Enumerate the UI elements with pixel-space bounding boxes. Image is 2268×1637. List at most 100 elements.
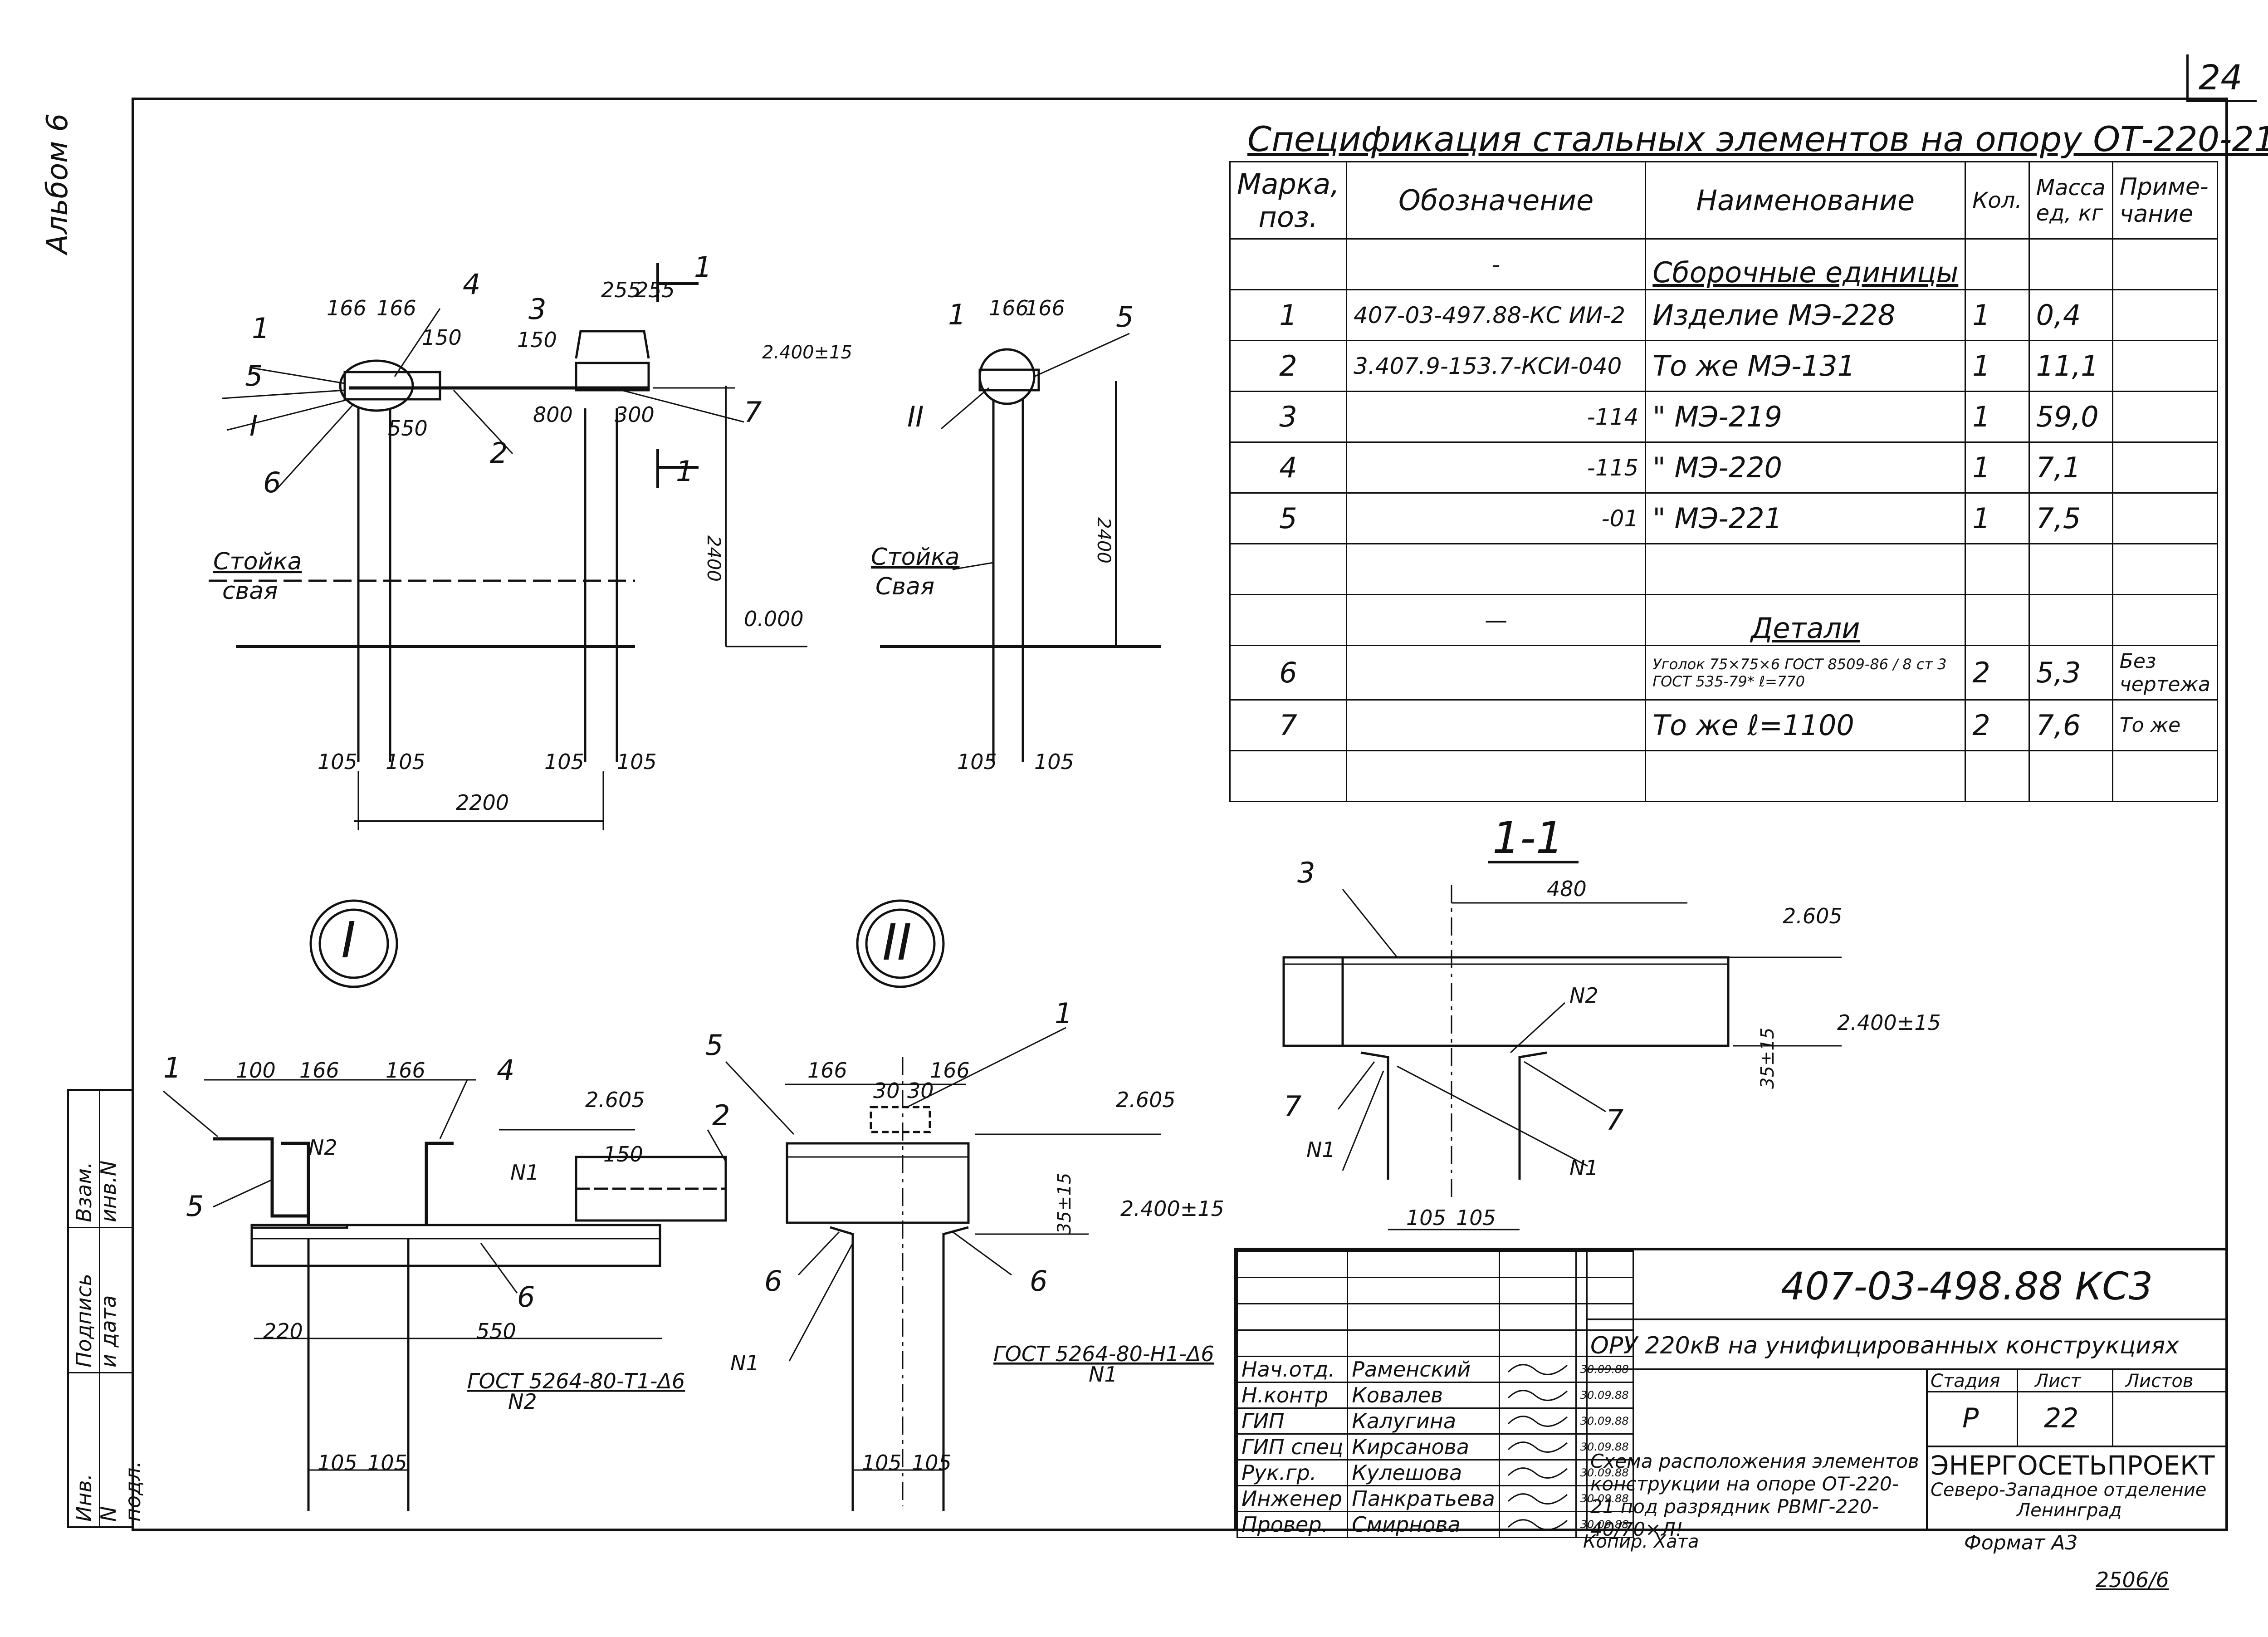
stamp-blank-row <box>1236 1277 1634 1304</box>
spec-cell <box>2028 543 2113 595</box>
part-mark: 6 <box>517 1280 535 1314</box>
part-mark: 1 <box>163 1051 181 1084</box>
stoika-label: Стойка <box>213 548 302 575</box>
section-mark: 1 <box>694 250 712 284</box>
spec-cell: 11,1 <box>2028 340 2113 392</box>
spec-cell <box>1965 238 2030 290</box>
spec-cell <box>2112 441 2219 494</box>
spec-cell: 7,6 <box>2028 699 2113 751</box>
spec-row: -Сборочные единицы <box>1229 238 2219 290</box>
weld-label: N2 <box>508 1389 537 1414</box>
weld-label: N1 <box>1089 1362 1118 1387</box>
dim-label: 255 <box>601 278 641 302</box>
dim-label: 2400 <box>1093 517 1114 564</box>
stamp-blank-row <box>1236 1329 1634 1357</box>
dim-label: 166 <box>930 1058 970 1083</box>
dim-label: 105 <box>912 1451 952 1475</box>
level-label: 0.000 <box>744 607 804 631</box>
drawing-frame <box>132 98 2228 1531</box>
spec-header-row: Марка, поз. Обозначение Наименование Кол… <box>1229 161 2219 240</box>
gost-label: ГОСТ 5264-80-Н1-Δ6 <box>993 1342 1214 1366</box>
side-view-text: 166 166 105 105 2400 1 5 II Стойка Свая <box>871 296 1134 774</box>
signature-sig <box>1498 1485 1577 1512</box>
spec-cell: 3 <box>1229 391 1347 443</box>
dim-label: 166 <box>807 1058 847 1083</box>
spec-header: Приме-чание <box>2112 161 2219 240</box>
part-mark: 5 <box>705 1029 723 1062</box>
spec-cell <box>2112 391 2219 443</box>
spec-cell: " МЭ-219 <box>1645 391 1966 443</box>
signature-sig <box>1498 1511 1577 1538</box>
spec-cell: 1 <box>1965 289 2030 341</box>
signature-role: Нач.отд. <box>1236 1356 1349 1383</box>
dim-label: 550 <box>388 416 428 441</box>
spec-cell: " МЭ-221 <box>1645 492 1966 544</box>
part-mark: 5 <box>186 1190 204 1223</box>
detail-I-text: I 100 166 166 2.605 150 220 550 105 105 … <box>163 911 730 1475</box>
part-mark: 7 <box>1284 1090 1301 1123</box>
spec-cell <box>2112 543 2219 595</box>
level-label: 2.605 <box>1783 904 1843 928</box>
dim-label: 150 <box>517 328 557 352</box>
spec-cell <box>1345 699 1647 751</box>
spec-cell <box>2112 750 2219 802</box>
part-mark: 1 <box>1055 997 1072 1030</box>
sheets-header: Листов <box>2126 1371 2194 1392</box>
spec-row <box>1229 750 2219 802</box>
spec-cell: 1 <box>1965 391 2030 443</box>
spec-cell <box>1965 594 2030 646</box>
signature-sig <box>1498 1407 1577 1435</box>
spec-cell: Изделие МЭ-228 <box>1645 289 1966 341</box>
weld-label: N1 <box>730 1351 759 1375</box>
section-mark: 1 <box>676 455 694 488</box>
signature-role: ГИП <box>1236 1407 1349 1435</box>
doc-code: 407-03-498.88 КС3 <box>1781 1264 2153 1309</box>
level-label: 2.400±15 <box>762 342 852 363</box>
spec-cell: 1 <box>1965 492 2030 544</box>
sheet-number-box: 24 <box>2186 54 2257 102</box>
spec-cell <box>1345 750 1647 802</box>
spec-cell <box>1229 594 1347 646</box>
spec-row: —Детали <box>1229 594 2219 646</box>
spec-cell: 3.407.9-153.7-КСИ-040 <box>1345 340 1647 392</box>
signature-date: 30.09.88 <box>1575 1459 1634 1486</box>
spec-cell: 59,0 <box>2028 391 2113 443</box>
signature-name: Калугина <box>1347 1407 1500 1435</box>
sheet-value: 22 <box>2044 1402 2079 1434</box>
dim-label: 150 <box>603 1142 643 1166</box>
spec-cell <box>2028 594 2113 646</box>
spec-cell <box>1965 543 2030 595</box>
spec-cell <box>2112 238 2219 290</box>
weld-label: N1 <box>1306 1137 1335 1162</box>
stamp-blank-row <box>1236 1303 1634 1331</box>
dim-label: 105 <box>544 750 584 774</box>
spec-header: Обозначение <box>1345 161 1647 240</box>
spec-cell: Сборочные единицы <box>1645 238 1966 290</box>
signature-name: Кулешова <box>1347 1459 1500 1486</box>
gost-label: ГОСТ 5264-80-Т1-Δ6 <box>467 1369 685 1393</box>
part-mark: 3 <box>1297 856 1315 889</box>
part-mark: 6 <box>764 1265 782 1298</box>
spec-cell: То же МЭ-131 <box>1645 340 1966 392</box>
spec-cell: -01 <box>1345 492 1647 544</box>
dim-label: 166 <box>1025 296 1065 320</box>
spec-cell: Без чертежа <box>2112 645 2219 701</box>
spec-cell: То же <box>2112 699 2219 751</box>
stage-value: Р <box>1962 1402 1979 1434</box>
spec-cell: 0,4 <box>2028 289 2113 341</box>
signature-date: 30.09.88 <box>1575 1433 1634 1461</box>
spec-cell: То же ℓ=1100 <box>1645 699 1966 751</box>
dim-label: 35±15 <box>1054 1173 1075 1234</box>
dim-label: 220 <box>263 1319 303 1343</box>
spec-cell: -114 <box>1345 391 1647 443</box>
spec-header: Наименование <box>1645 161 1966 240</box>
part-mark: 5 <box>245 359 263 392</box>
